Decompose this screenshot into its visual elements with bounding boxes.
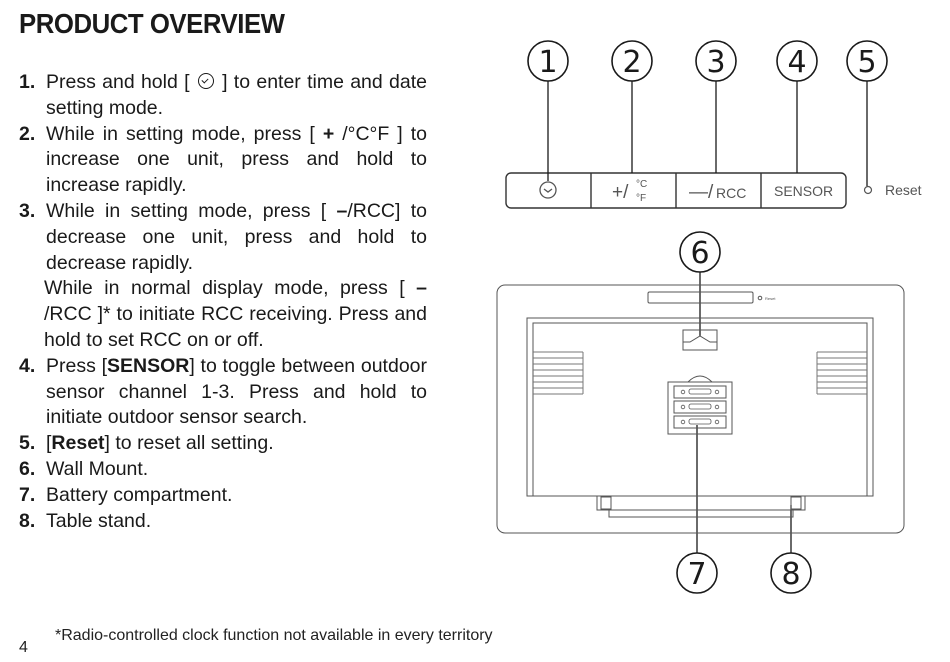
stand-hinge	[790, 496, 802, 510]
callout-1	[527, 40, 569, 82]
step-number: 8.	[19, 509, 36, 532]
battery-compartment-frame	[667, 381, 733, 435]
step-text: ] to enter time and date setting mode.	[46, 71, 427, 119]
step-text: /RCC] to decrease one unit, press and ho…	[46, 199, 427, 274]
step-text: ] to toggle between outdoor sensor chann…	[46, 354, 428, 429]
battery-tab	[687, 375, 713, 383]
fahrenheit-label: °F	[636, 193, 646, 204]
reset-key-label: Reset	[51, 432, 105, 455]
battery-icon	[688, 388, 712, 395]
callout-number: 1	[538, 45, 557, 80]
step-number: 2.	[19, 122, 36, 145]
step-text: /RCC ]* to initiate RCC receiving. Press…	[44, 303, 427, 351]
step-number: 4.	[19, 354, 36, 377]
top-button-bar	[647, 291, 754, 304]
table-stand-lip	[608, 509, 794, 518]
clock-icon	[197, 73, 214, 89]
step-text: Battery compartment.	[46, 483, 233, 506]
callout-number: 6	[690, 236, 709, 271]
device-back-view: Reset	[496, 284, 905, 534]
callout-3	[695, 40, 737, 82]
callout-circles	[527, 40, 888, 594]
callout-number: 7	[687, 557, 706, 592]
table-stand	[596, 495, 806, 518]
battery-slot	[673, 415, 727, 429]
back-reset-label: Reset	[765, 296, 776, 301]
battery-icon	[688, 418, 712, 425]
celsius-label: °C	[636, 179, 647, 190]
minus-key-label: –	[336, 199, 348, 222]
plus-button-label: +/	[612, 182, 629, 203]
battery-compartment	[667, 375, 733, 435]
callout-number: 8	[781, 557, 800, 592]
callout-4	[776, 40, 818, 82]
step-number: 3.	[19, 199, 36, 222]
step-3: 3. While in setting mode, press [ –/RCC]…	[19, 199, 427, 354]
wall-mount-notch	[683, 335, 717, 343]
step-5: 5. [Reset] to reset all setting.	[19, 431, 427, 457]
step-text: While in normal display mode, press [	[44, 277, 417, 300]
callout-7	[676, 552, 718, 594]
step-text: While in setting mode, press [	[46, 122, 323, 145]
footnote: *Radio-controlled clock function not ava…	[55, 627, 493, 644]
wall-mount	[682, 329, 718, 351]
step-7: 7. Battery compartment.	[19, 483, 427, 509]
step-text: Press [	[46, 354, 108, 377]
rcc-label: RCC	[716, 185, 746, 201]
step-text: ] to reset all setting.	[104, 432, 274, 455]
callout-2	[611, 40, 653, 82]
minus-key-label: –	[416, 277, 427, 300]
step-3-extra: While in normal display mode, press [ – …	[44, 276, 427, 353]
button-strip	[505, 172, 847, 209]
table-stand-base	[596, 495, 806, 511]
callout-number: 5	[857, 45, 876, 80]
back-panel	[526, 317, 874, 497]
reset-label: Reset	[885, 182, 922, 198]
leader-lines	[547, 81, 868, 553]
step-text: Wall Mount.	[46, 457, 149, 480]
step-8: 8. Table stand.	[19, 509, 427, 535]
back-panel-inner	[532, 322, 868, 497]
step-6: 6. Wall Mount.	[19, 457, 427, 483]
device-outer-frame	[496, 284, 905, 534]
battery-icon	[688, 403, 712, 410]
left-vent	[533, 351, 584, 395]
callout-5	[846, 40, 888, 82]
step-2: 2. While in setting mode, press [ + /°C°…	[19, 122, 427, 199]
battery-slot	[673, 400, 727, 414]
instruction-list: 1. Press and hold [ ] to enter time and …	[19, 70, 427, 534]
step-text: [	[46, 432, 52, 455]
step-text: Table stand.	[46, 509, 152, 532]
step-text: /°C°F ] to increase one unit, press and …	[46, 122, 427, 197]
step-number: 5.	[19, 432, 36, 455]
step-1: 1. Press and hold [ ] to enter time and …	[19, 70, 427, 122]
minus-button-label: —/	[689, 182, 714, 203]
step-number: 7.	[19, 483, 36, 506]
step-number: 6.	[19, 457, 36, 480]
back-reset-hole	[757, 295, 763, 301]
step-text: Press and hold [	[46, 71, 196, 93]
callout-number: 2	[622, 45, 641, 80]
callout-8	[770, 552, 812, 594]
step-number: 1.	[19, 71, 36, 93]
sensor-button-label: SENSOR	[774, 183, 833, 199]
reset-hole	[863, 185, 873, 195]
callout-number: 3	[706, 45, 725, 80]
plus-key-label: +	[322, 122, 335, 145]
callout-6	[679, 231, 721, 273]
battery-slot	[673, 385, 727, 399]
right-vent	[816, 351, 867, 395]
stand-hinge	[600, 496, 612, 510]
step-text: While in setting mode, press [	[46, 199, 337, 222]
page-title: PRODUCT OVERVIEW	[19, 8, 285, 39]
clock-icon	[539, 181, 557, 199]
callout-number: 4	[787, 45, 806, 80]
page-number: 4	[19, 639, 28, 656]
sensor-key-label: SENSOR	[107, 354, 190, 377]
step-4: 4. Press [SENSOR] to toggle between outd…	[19, 354, 427, 431]
